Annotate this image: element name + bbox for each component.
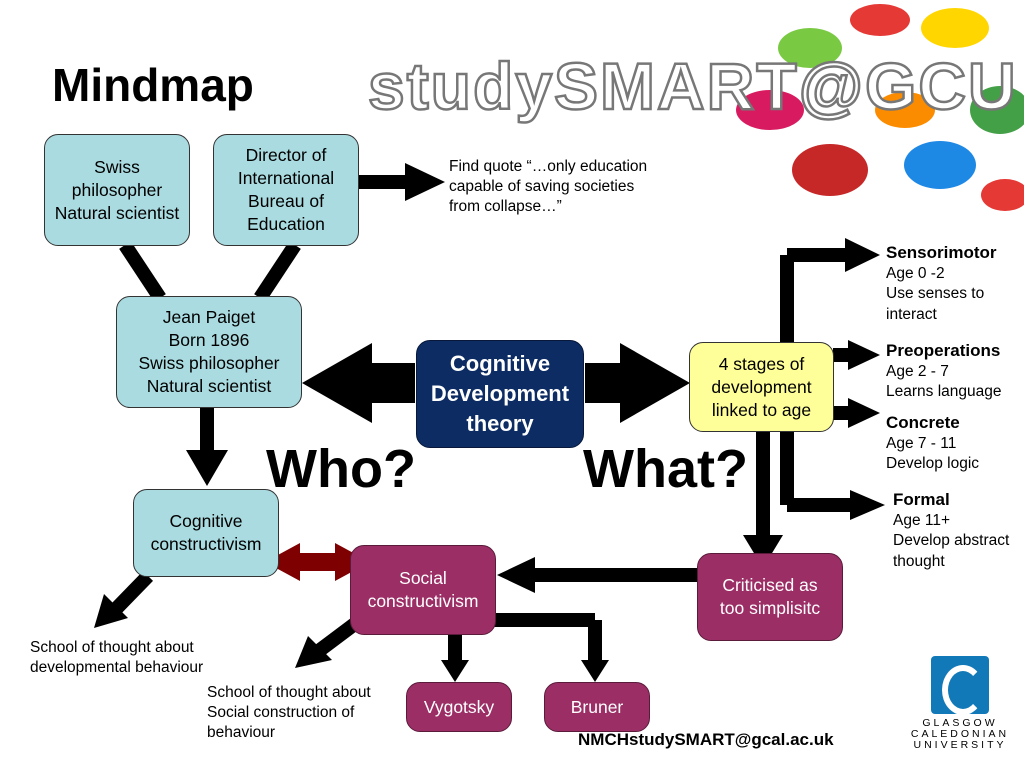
director-box: Director of International Bureau of Educ… xyxy=(213,134,359,246)
stage-age: Age 0 -2 xyxy=(886,264,945,282)
stage-sensorimotor: Sensorimotor Age 0 -2 Use senses to inte… xyxy=(886,243,997,325)
logo-text: GLASGOW CALEDONIAN UNIVERSITY xyxy=(910,717,1010,751)
school-social-note: School of thought about Social construct… xyxy=(207,684,371,741)
contact-email[interactable]: NMCHstudySMART@gcal.ac.uk xyxy=(578,730,834,749)
stage-concrete: Concrete Age 7 - 11 Develop logic xyxy=(886,413,979,475)
school-developmental-note: School of thought about developmental be… xyxy=(30,639,204,676)
stage-desc-2: thought xyxy=(893,552,945,570)
stage-desc-2: interact xyxy=(886,305,937,323)
four-stages-box: 4 stages of development linked to age xyxy=(689,342,834,432)
gcu-c-icon xyxy=(931,656,989,715)
gcu-logo: GLASGOW CALEDONIAN UNIVERSITY xyxy=(905,656,1015,751)
stage-age: Age 7 - 11 xyxy=(886,434,957,452)
who-label: Who? xyxy=(266,439,416,499)
stage-preoperations: Preoperations Age 2 - 7 Learns language xyxy=(886,341,1002,403)
stage-name: Sensorimotor xyxy=(886,243,997,262)
criticised-box: Criticised as too simplisitc xyxy=(697,553,843,641)
stage-desc: Use senses to xyxy=(886,285,985,302)
social-constructivism-box: Social constructivism xyxy=(350,545,496,635)
quote-note: Find quote “…only education capable of s… xyxy=(449,158,648,215)
stage-name: Formal xyxy=(893,490,950,509)
page-title: Mindmap xyxy=(52,59,254,111)
cognitive-constructivism-box: Cognitive constructivism xyxy=(133,489,279,577)
stage-desc: Develop logic xyxy=(886,455,980,472)
jean-piaget-box: Jean Paiget Born 1896 Swiss philosopher … xyxy=(116,296,302,408)
bruner-box: Bruner xyxy=(544,682,650,732)
stage-desc: Learns language xyxy=(886,383,1002,400)
cognitive-development-theory-box: Cognitive Development theory xyxy=(416,340,584,448)
stage-age: Age 2 - 7 xyxy=(886,362,949,380)
stage-name: Preoperations xyxy=(886,341,1001,360)
brand-logo-text: studySMART@GCU xyxy=(367,48,1018,125)
vygotsky-box: Vygotsky xyxy=(406,682,512,732)
what-label: What? xyxy=(583,439,748,499)
stage-formal: Formal Age 11+ Develop abstract thought xyxy=(893,490,1009,572)
swiss-philosopher-box: Swiss philosopher Natural scientist xyxy=(44,134,190,246)
stage-name: Concrete xyxy=(886,413,960,432)
stage-desc: Develop abstract xyxy=(893,532,1010,549)
stage-age: Age 11+ xyxy=(893,511,951,529)
